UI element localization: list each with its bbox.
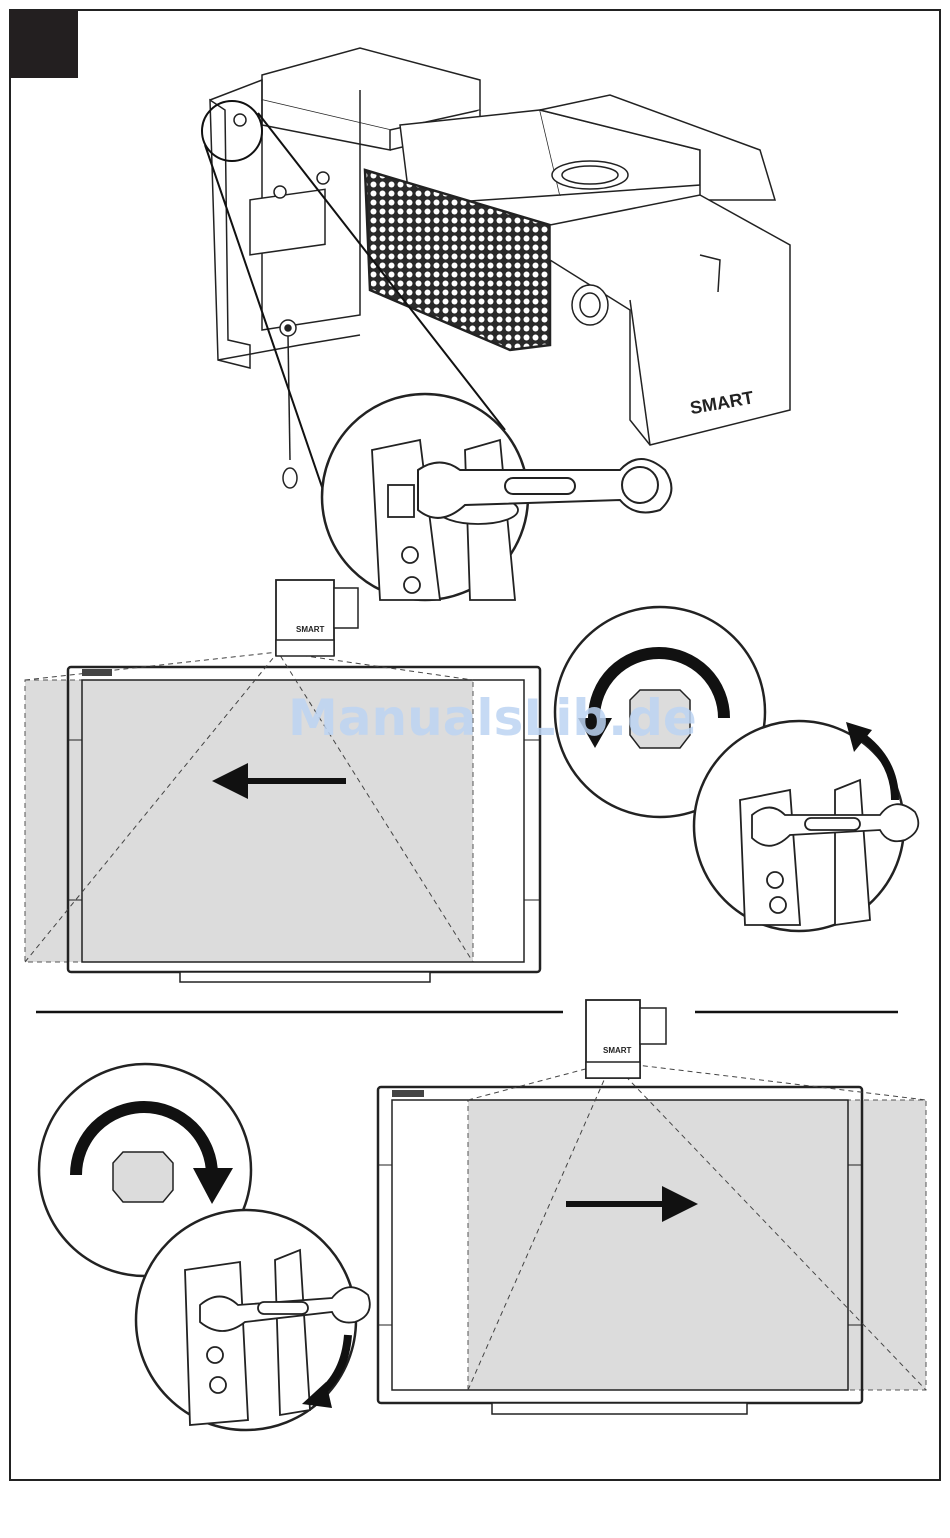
watermark: ManualsLib.de	[288, 689, 697, 747]
projector-brand-logo-small: SMART	[296, 625, 325, 634]
projector-brand-logo-small-2: SMART	[603, 1046, 632, 1055]
step-badge	[10, 10, 78, 78]
